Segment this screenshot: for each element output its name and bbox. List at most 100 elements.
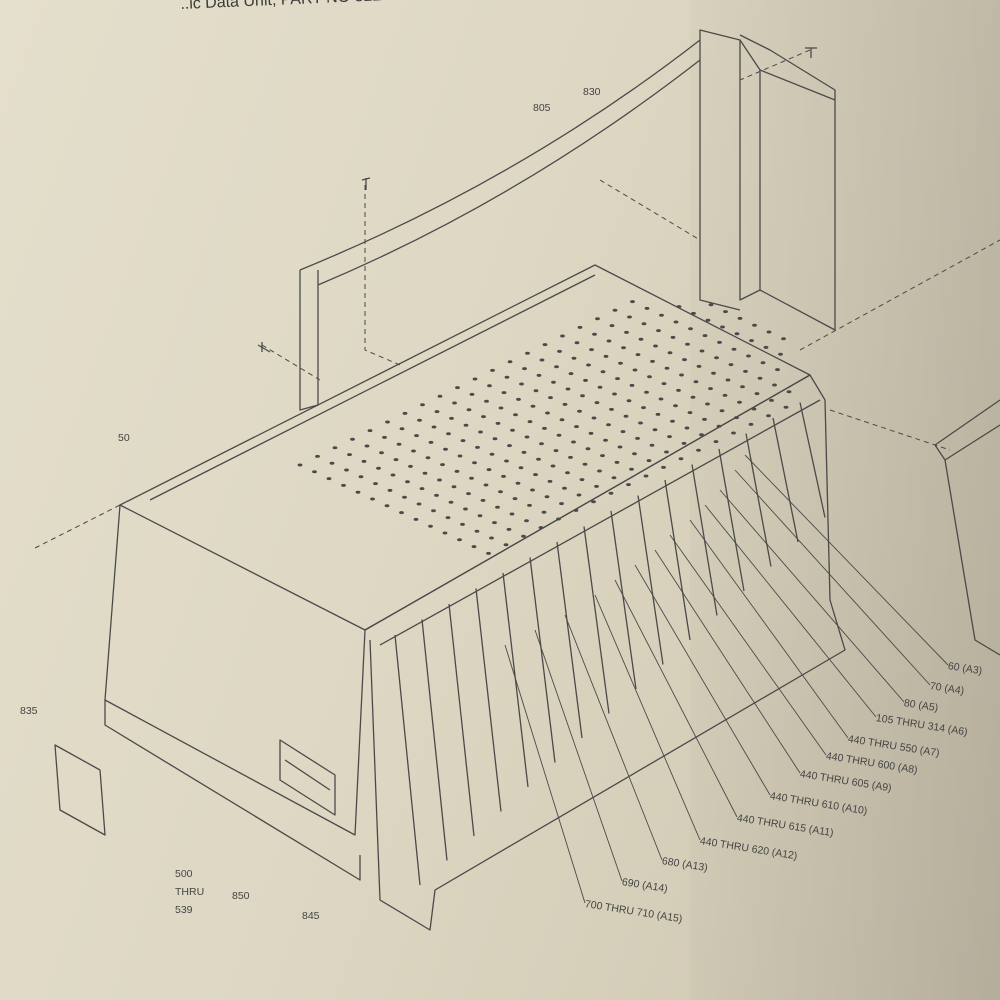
- leader-line: [744, 454, 949, 666]
- vent-hole: [355, 490, 361, 494]
- construction-lines: [34, 49, 1000, 549]
- vent-hole: [577, 325, 583, 329]
- vent-hole: [702, 334, 708, 338]
- vent-hole: [504, 375, 510, 379]
- vent-hole: [713, 440, 719, 444]
- vent-hole: [457, 538, 462, 542]
- vent-hole: [332, 446, 338, 450]
- vent-hole: [550, 464, 556, 468]
- callout-835: 835: [20, 705, 38, 717]
- vent-hole: [559, 418, 565, 422]
- vent-hole: [501, 474, 506, 478]
- vent-hole: [760, 361, 766, 365]
- leader-line: [564, 614, 663, 861]
- vent-hole: [681, 441, 687, 445]
- vent-hole: [621, 346, 626, 350]
- vent-hole: [638, 337, 644, 341]
- vent-hole: [629, 383, 635, 387]
- card-slots: [394, 402, 826, 886]
- leader-lines: [504, 454, 949, 904]
- vent-hole: [629, 467, 634, 471]
- vent-hole: [708, 387, 713, 391]
- vent-hole: [699, 349, 705, 353]
- vent-hole: [641, 322, 647, 326]
- vent-hole: [562, 486, 567, 490]
- page-shadow: [690, 0, 1000, 1000]
- vent-hole: [530, 404, 536, 408]
- vent-hole: [748, 422, 754, 426]
- vent-hole: [393, 458, 399, 462]
- card-slot-line: [448, 603, 475, 837]
- vent-hole: [539, 442, 544, 446]
- vent-hole: [778, 352, 783, 356]
- vent-hole: [670, 335, 676, 339]
- vent-hole: [437, 394, 443, 398]
- vent-hole: [457, 454, 463, 458]
- vent-hole: [530, 488, 535, 492]
- vent-hole: [475, 445, 480, 449]
- vent-hole: [469, 476, 474, 480]
- vent-hole: [361, 459, 367, 463]
- vent-hole: [624, 330, 629, 334]
- vent-hole: [644, 306, 650, 310]
- vent-hole: [609, 407, 614, 411]
- leader-line: [534, 629, 623, 882]
- vent-hole: [653, 344, 658, 348]
- vent-hole: [652, 428, 658, 432]
- vent-hole: [716, 424, 722, 428]
- vent-hole: [664, 366, 670, 370]
- vent-hole: [560, 334, 565, 338]
- leader-line: [719, 489, 905, 703]
- callout-805: 805: [533, 102, 551, 114]
- vent-hole: [594, 401, 600, 405]
- vent-hole: [539, 358, 545, 362]
- vent-hole: [551, 380, 556, 384]
- vent-hole: [503, 543, 509, 547]
- vent-hole: [536, 457, 541, 461]
- vent-hole: [659, 313, 664, 317]
- vent-hole: [699, 433, 704, 437]
- vent-hole: [376, 466, 381, 470]
- vent-hole: [597, 385, 603, 389]
- vent-hole: [297, 463, 303, 467]
- vent-hole: [454, 469, 460, 473]
- vent-hole: [627, 315, 632, 319]
- vent-hole: [682, 358, 687, 362]
- vent-hole: [714, 356, 719, 360]
- vent-hole: [661, 465, 666, 469]
- vent-hole: [420, 403, 425, 407]
- vent-hole: [667, 435, 672, 439]
- vent-hole: [606, 339, 612, 343]
- vent-hole: [554, 365, 559, 369]
- leader-line: [689, 519, 849, 739]
- vent-hole: [492, 437, 498, 441]
- vent-hole: [486, 468, 492, 472]
- vent-hole: [416, 502, 422, 506]
- vent-hole: [687, 411, 693, 415]
- vent-hole: [676, 388, 681, 392]
- vent-hole: [731, 347, 737, 351]
- vent-hole: [472, 461, 477, 465]
- vent-hole: [344, 468, 349, 472]
- vent-hole: [431, 509, 436, 513]
- vent-hole: [408, 464, 413, 468]
- vent-hole: [515, 481, 521, 485]
- vent-hole: [737, 400, 742, 404]
- vent-hole: [667, 351, 673, 355]
- vent-hole: [495, 505, 500, 509]
- vent-hole: [696, 364, 702, 368]
- vent-hole: [641, 406, 646, 410]
- vent-hole: [594, 484, 599, 488]
- leader-line: [504, 644, 586, 904]
- callout-500: 500: [175, 868, 193, 880]
- card-slot-line: [718, 448, 745, 592]
- vent-hole: [373, 482, 378, 486]
- vent-hole: [452, 401, 457, 405]
- vent-hole: [495, 421, 501, 425]
- card-slot-line: [772, 417, 799, 543]
- vent-hole: [679, 373, 684, 377]
- vent-hole: [734, 332, 740, 336]
- vent-hole: [414, 434, 419, 438]
- leader-line: [654, 549, 801, 774]
- vent-hole: [422, 471, 428, 475]
